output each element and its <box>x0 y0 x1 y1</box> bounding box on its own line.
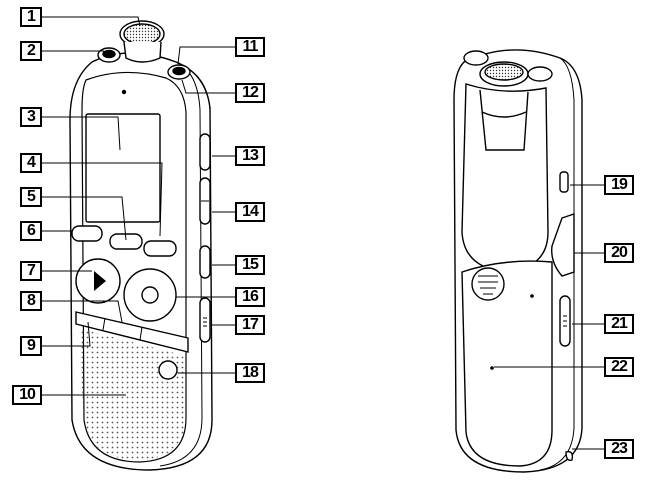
vor-switch <box>199 245 211 279</box>
display-window <box>85 113 161 223</box>
callout-17: 17 <box>235 315 265 335</box>
callout-16: 16 <box>235 287 265 307</box>
cover-latch <box>471 267 505 301</box>
callout-8: 8 <box>20 291 42 311</box>
callout-9: 9 <box>20 336 42 356</box>
callout-12: 12 <box>235 83 265 103</box>
front-view <box>69 20 213 471</box>
strap-eyelet <box>565 450 574 462</box>
battery-cover <box>461 260 553 467</box>
callout-11: 11 <box>235 37 265 57</box>
hold-switch <box>199 133 211 171</box>
callout-7: 7 <box>20 261 42 281</box>
erase-button <box>158 360 178 380</box>
callout-2: 2 <box>20 41 42 61</box>
callout-13: 13 <box>235 146 265 166</box>
callout-18: 18 <box>235 363 265 383</box>
callout-22: 22 <box>604 357 634 377</box>
usb-slide-lever <box>199 297 211 343</box>
stop-button <box>143 240 177 257</box>
callout-19: 19 <box>604 175 634 195</box>
speaker-grille <box>78 328 186 460</box>
callout-4: 4 <box>20 153 42 173</box>
usb-connector <box>551 213 575 277</box>
folder-menu-button <box>71 225 103 242</box>
callout-5: 5 <box>20 187 42 207</box>
a-b-button <box>109 233 143 250</box>
callout-21: 21 <box>604 314 634 334</box>
strap-hole <box>559 171 569 193</box>
back-view <box>453 49 583 473</box>
callout-1: 1 <box>20 7 42 27</box>
callout-15: 15 <box>235 255 265 275</box>
callout-23: 23 <box>604 439 634 459</box>
callout-14: 14 <box>235 202 265 222</box>
back-clip <box>461 83 549 273</box>
operation-indicator <box>121 89 127 95</box>
callout-10: 10 <box>12 385 42 405</box>
callout-6: 6 <box>20 221 42 241</box>
callout-3: 3 <box>20 107 42 127</box>
leader-lines <box>42 16 604 450</box>
callout-20: 20 <box>604 243 634 263</box>
